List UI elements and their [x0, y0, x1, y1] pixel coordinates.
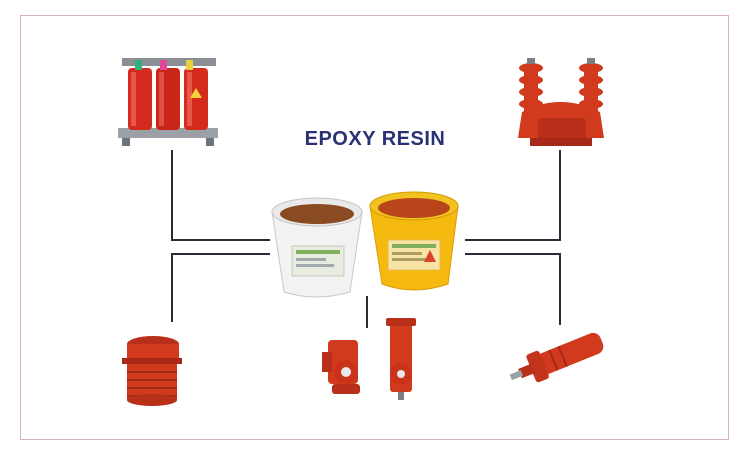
cable-termination-bushing — [509, 332, 604, 383]
connector-top-left — [171, 150, 270, 241]
connector-bottom-left — [171, 253, 270, 322]
voltage-transformer — [518, 58, 604, 146]
connector-lines — [171, 150, 561, 328]
connector-top-right — [465, 150, 561, 241]
dry-type-transformer — [118, 58, 218, 146]
white-epoxy-bucket — [271, 197, 363, 298]
yellow-epoxy-bucket — [369, 191, 459, 291]
outer-frame — [20, 15, 729, 440]
connector-bottom-right — [465, 253, 561, 325]
pillar-insulators — [322, 318, 416, 400]
threaded-insulator-bushing — [122, 336, 182, 406]
page-title: EPOXY RESIN — [304, 128, 446, 150]
